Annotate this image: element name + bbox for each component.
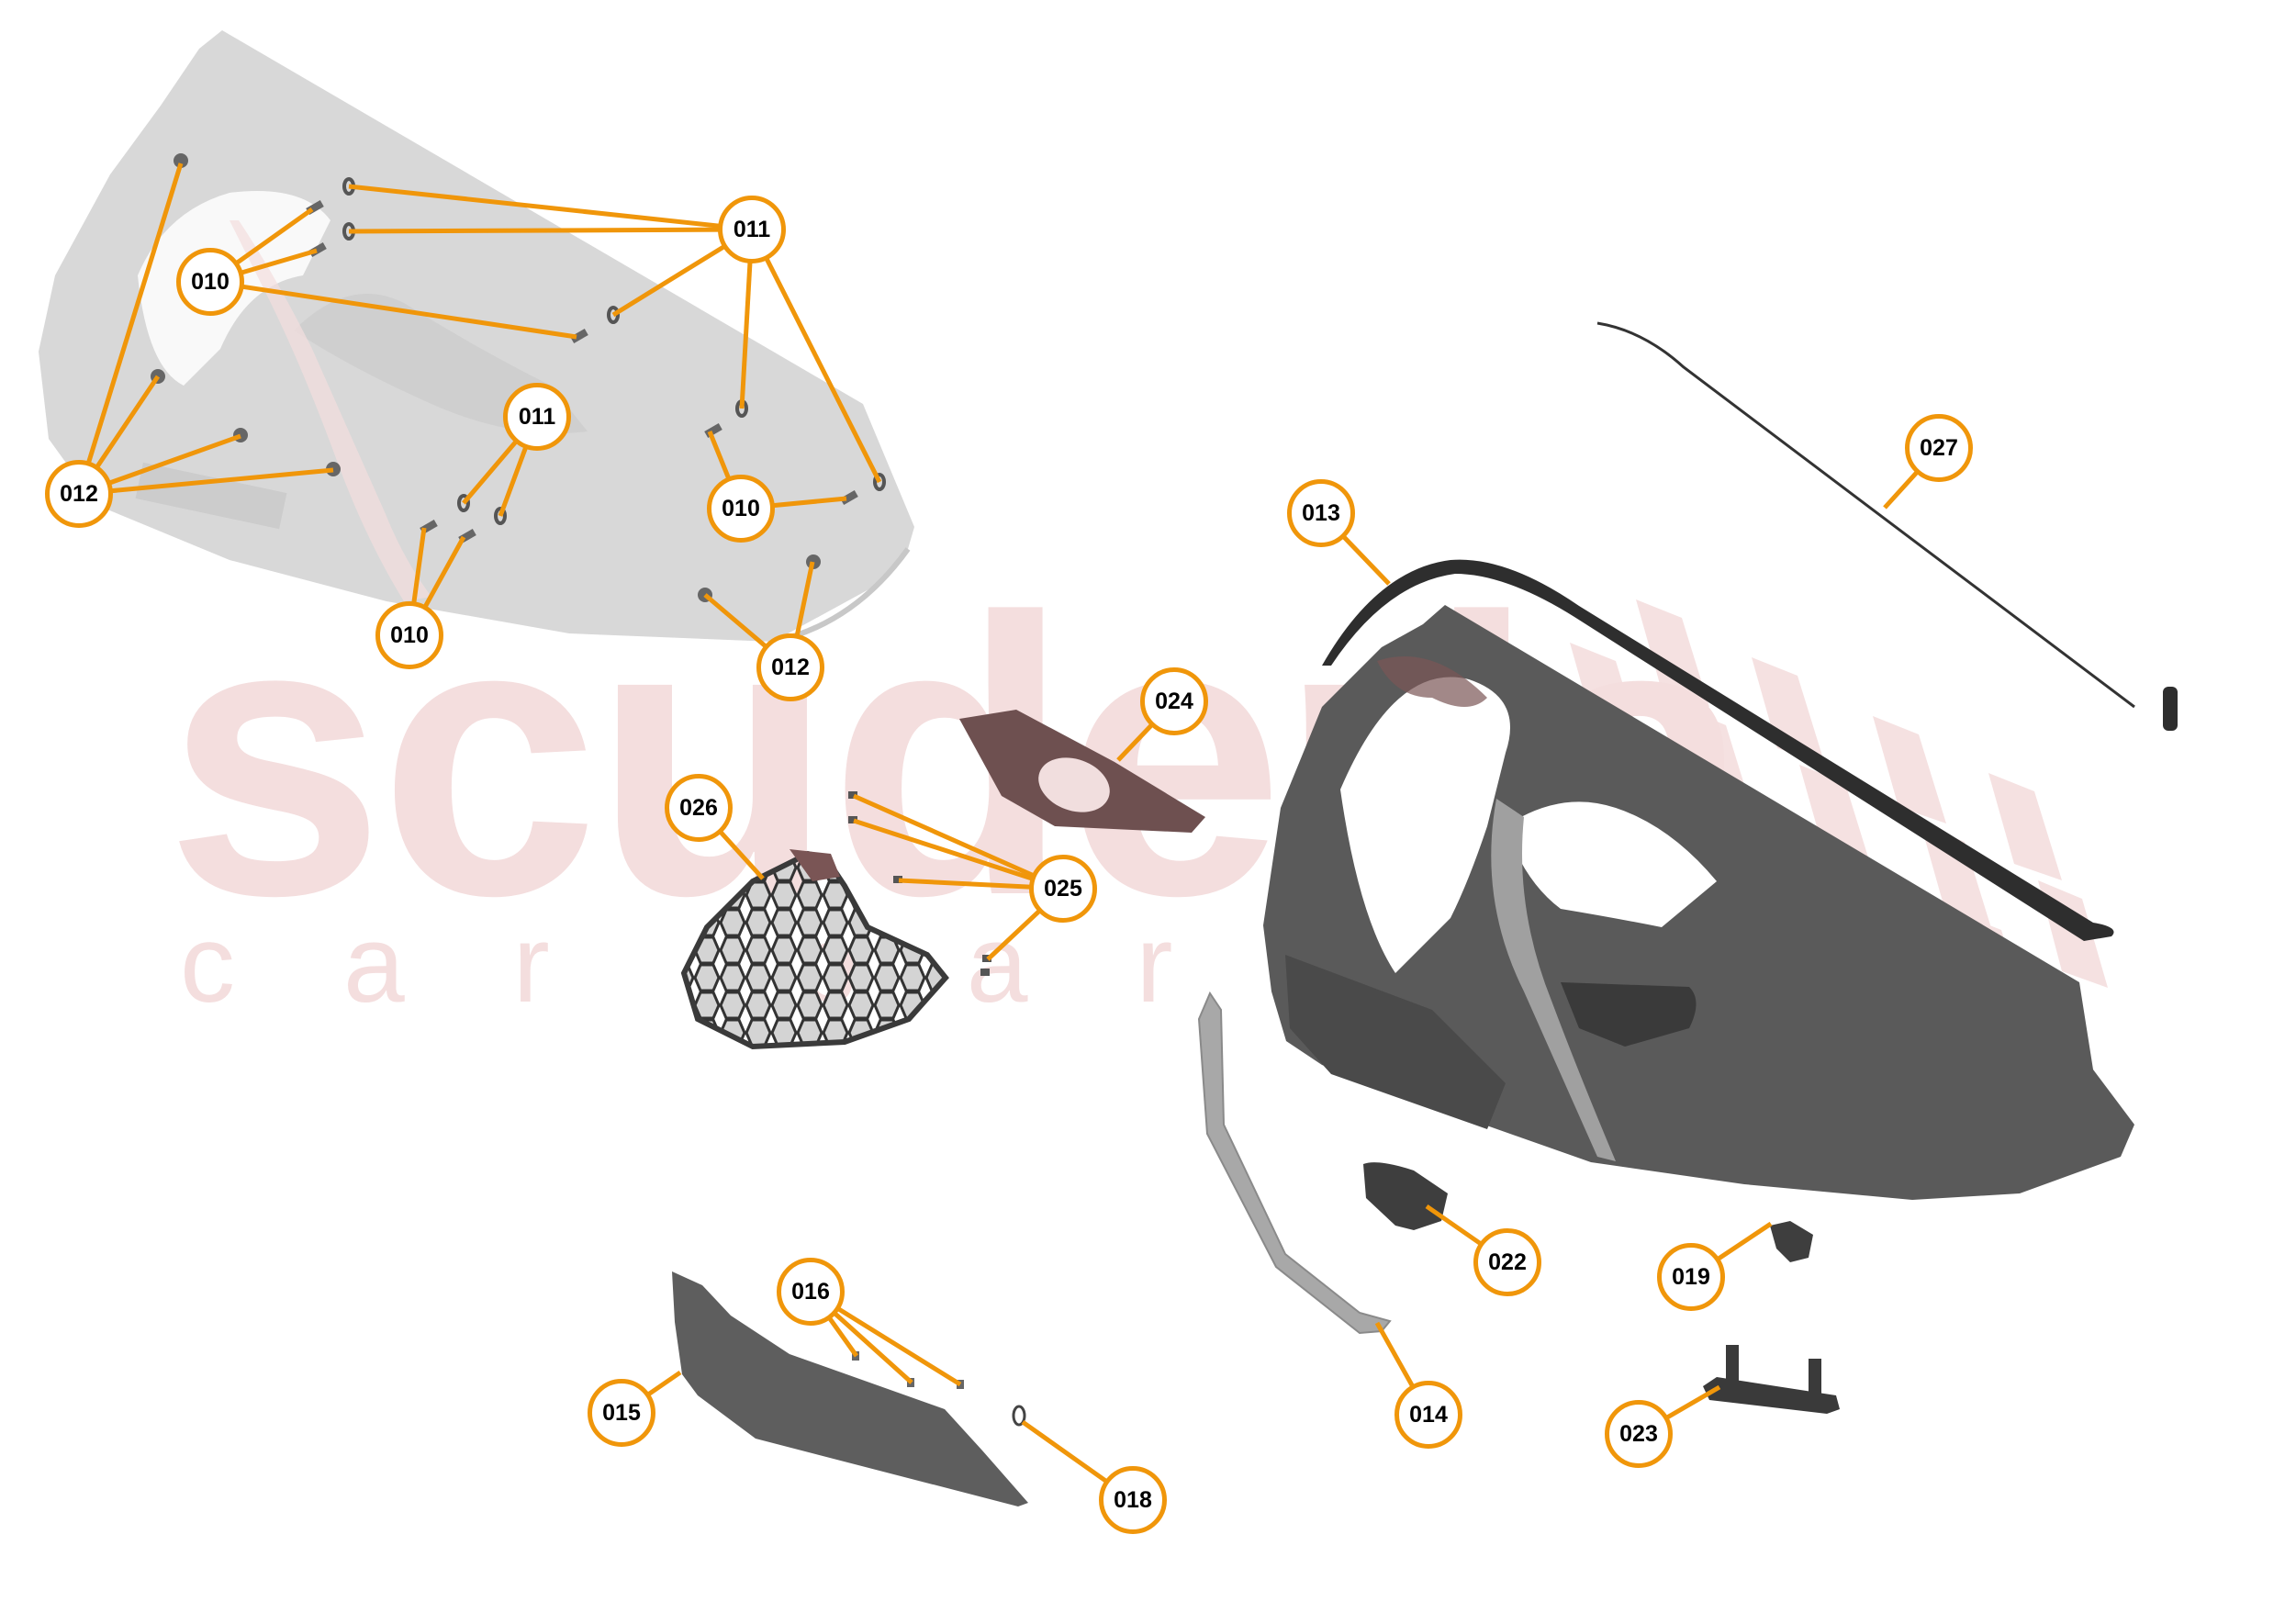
callout-019[interactable]: 019 (1657, 1243, 1725, 1311)
leader-line-012 (76, 162, 184, 495)
part-022-switch-cap (1363, 1162, 1448, 1230)
callout-025[interactable]: 025 (1029, 855, 1097, 923)
callout-014[interactable]: 014 (1394, 1381, 1462, 1449)
leader-line-010 (209, 279, 577, 340)
callout-022[interactable]: 022 (1473, 1228, 1541, 1296)
leader-line-011 (348, 184, 753, 232)
callout-010[interactable]: 010 (707, 475, 775, 543)
ghost-door-panel (39, 30, 914, 644)
part-014-lower-trim-strip (1197, 991, 1392, 1335)
callout-024[interactable]: 024 (1140, 667, 1208, 735)
part-026-speaker-grille (680, 849, 949, 1050)
part-023-bracket (1703, 1345, 1840, 1414)
part-015-armrest-panel (672, 1271, 1028, 1506)
callout-011[interactable]: 011 (718, 196, 786, 263)
callout-018[interactable]: 018 (1099, 1466, 1167, 1534)
callout-012[interactable]: 012 (756, 633, 824, 701)
part-019-connector (1770, 1221, 1813, 1262)
leader-line-011 (749, 228, 882, 484)
leader-line-012 (78, 467, 334, 497)
part-013-seal-strip (1322, 559, 2114, 941)
callout-016[interactable]: 016 (777, 1258, 845, 1326)
callout-023[interactable]: 023 (1605, 1400, 1673, 1468)
part-main-door-panel (1263, 605, 2134, 1200)
callout-012[interactable]: 012 (45, 460, 113, 528)
callout-010[interactable]: 010 (176, 248, 244, 316)
callout-015[interactable]: 015 (588, 1379, 655, 1447)
part-025-screws (848, 791, 991, 976)
callout-013[interactable]: 013 (1287, 479, 1355, 547)
callout-026[interactable]: 026 (665, 774, 733, 842)
callout-027[interactable]: 027 (1905, 414, 1973, 482)
callout-010[interactable]: 010 (375, 601, 443, 669)
leader-line-011 (348, 227, 753, 234)
leader-line-025 (852, 793, 1065, 891)
callout-011[interactable]: 011 (503, 383, 571, 451)
part-024-speaker-bezel (959, 710, 1205, 833)
leader-line-025 (853, 818, 1064, 891)
part-027-cable (1596, 321, 2178, 731)
part-018-spring-clip (1012, 1405, 1026, 1427)
